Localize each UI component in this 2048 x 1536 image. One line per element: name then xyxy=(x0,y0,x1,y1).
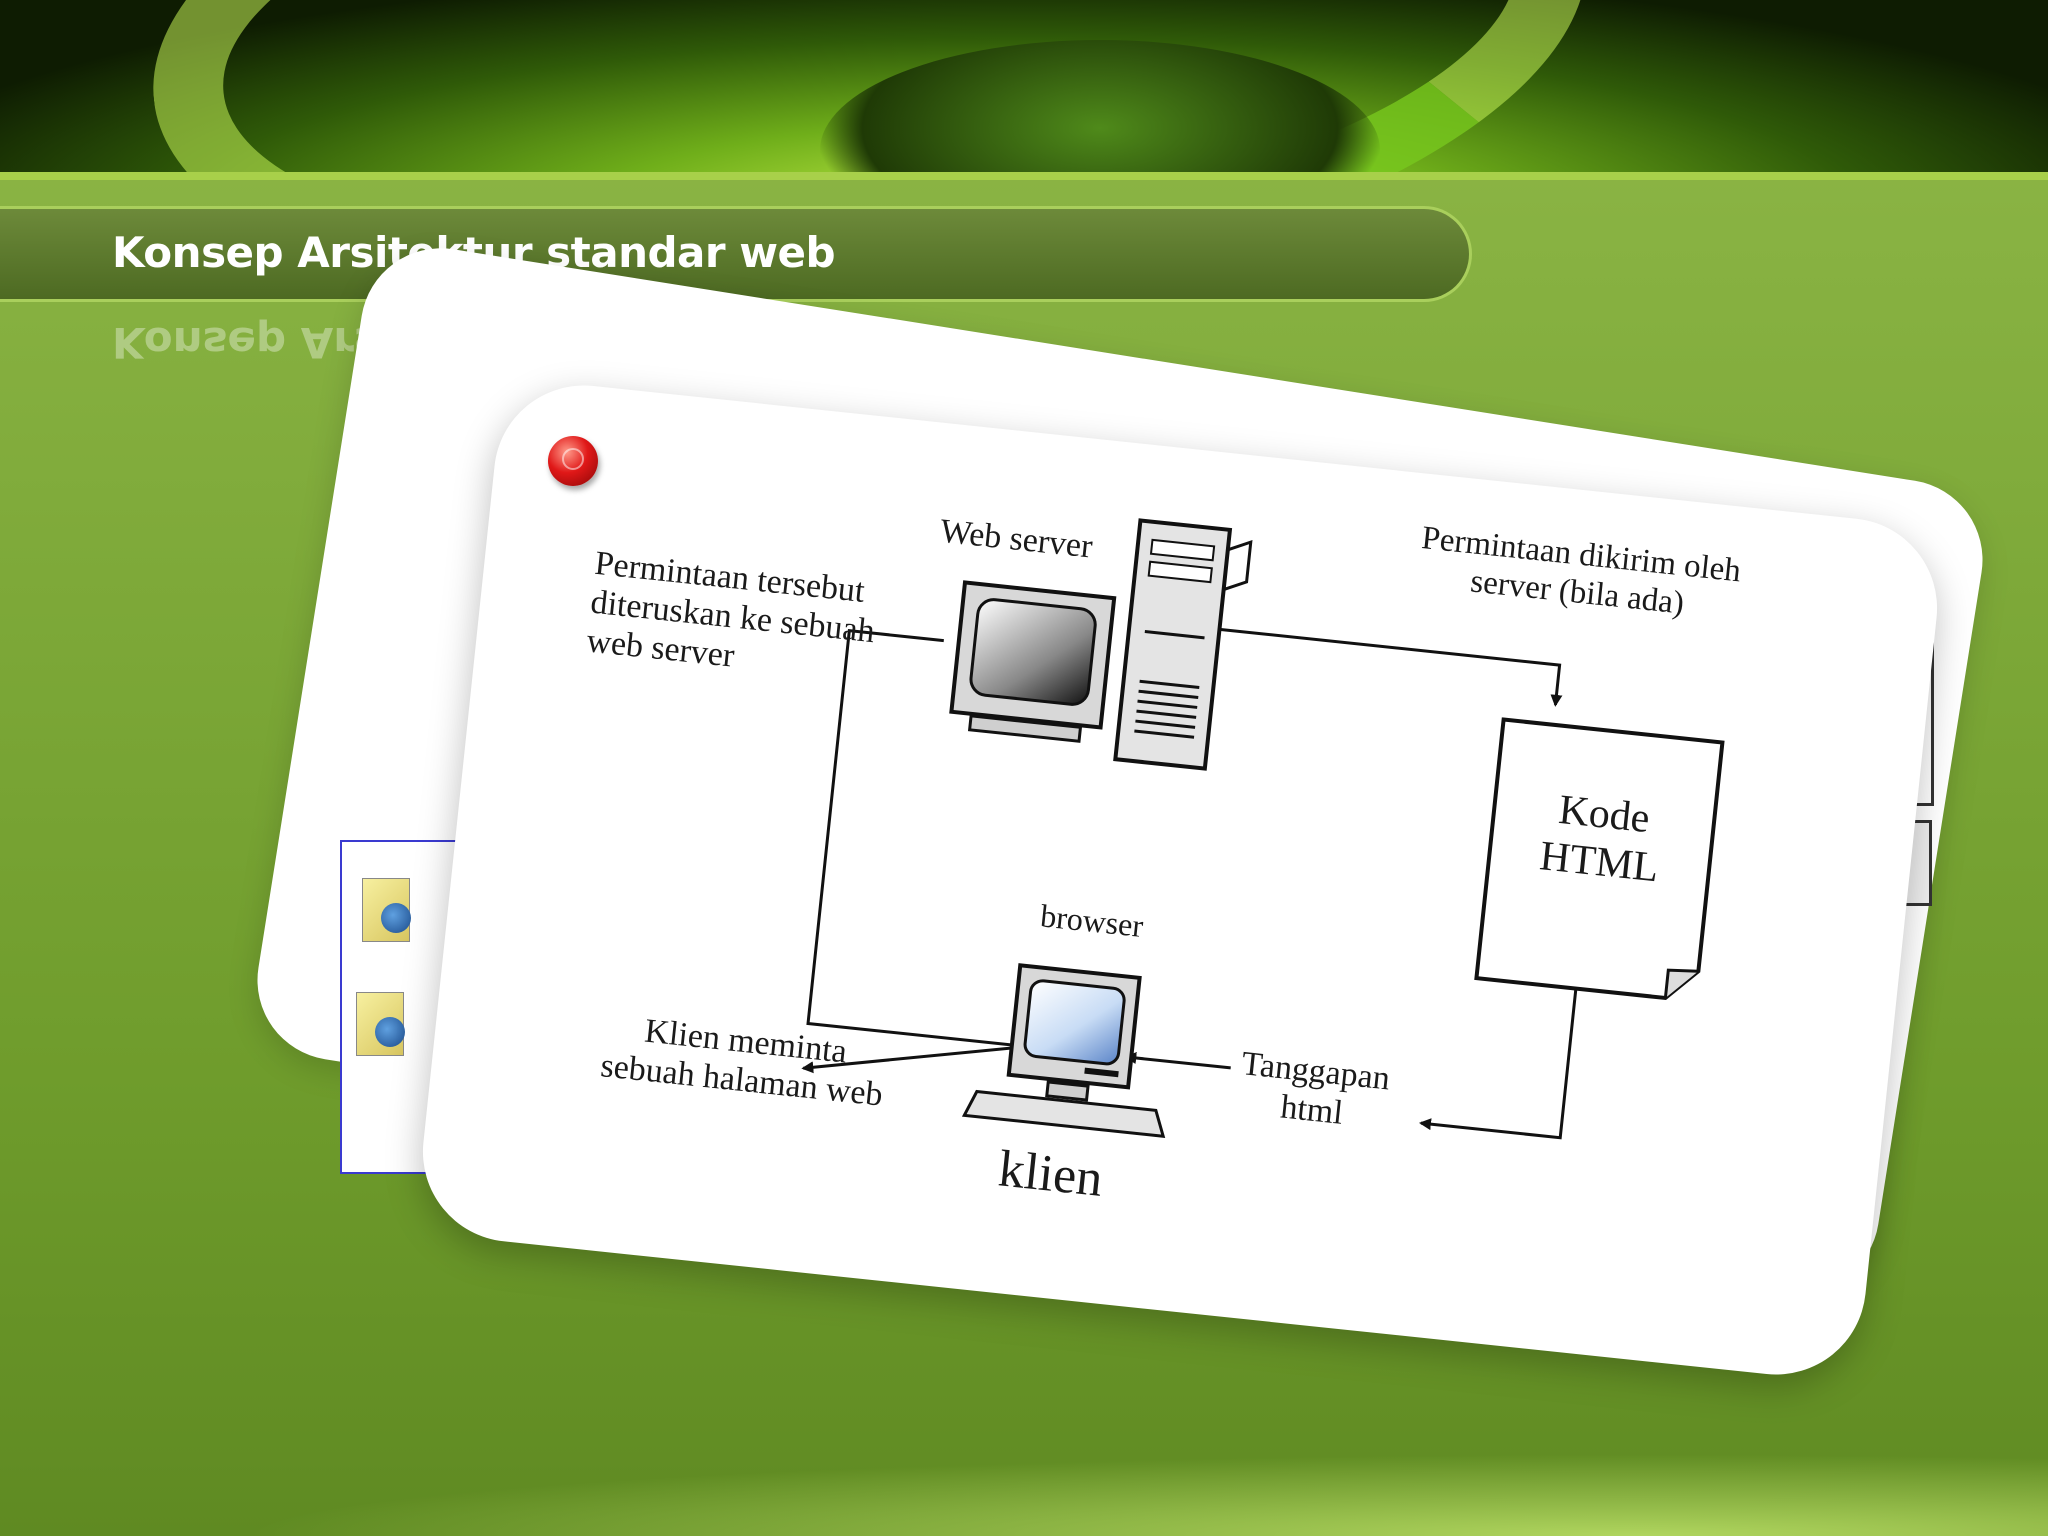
web-architecture-diagram: Web server Permintaan dikirim oleh serve… xyxy=(481,450,1939,1410)
web-server-monitor-icon xyxy=(949,580,1117,743)
html-code-label: Kode HTML xyxy=(1537,786,1661,892)
arrow-code-to-response xyxy=(1418,988,1578,1140)
header-banner xyxy=(0,0,2048,176)
diagram-graphics xyxy=(801,518,1725,1140)
bottom-glow xyxy=(0,1440,2048,1536)
push-pin-icon xyxy=(548,436,598,486)
banner-divider xyxy=(0,172,2048,180)
line-client-to-server xyxy=(806,629,1027,1048)
globe-document-icon xyxy=(356,992,405,1056)
title-bar xyxy=(0,206,1472,302)
client-label: klien xyxy=(995,1140,1106,1208)
html-code-document-icon xyxy=(1474,717,1725,1001)
globe-document-icon xyxy=(362,878,411,942)
arrow-server-to-code xyxy=(1219,627,1563,707)
client-computer-icon xyxy=(961,963,1166,1138)
arrow-response-to-client xyxy=(1124,1052,1231,1070)
arrow-client-request xyxy=(801,1044,1027,1074)
web-server-tower-icon xyxy=(1113,518,1253,771)
